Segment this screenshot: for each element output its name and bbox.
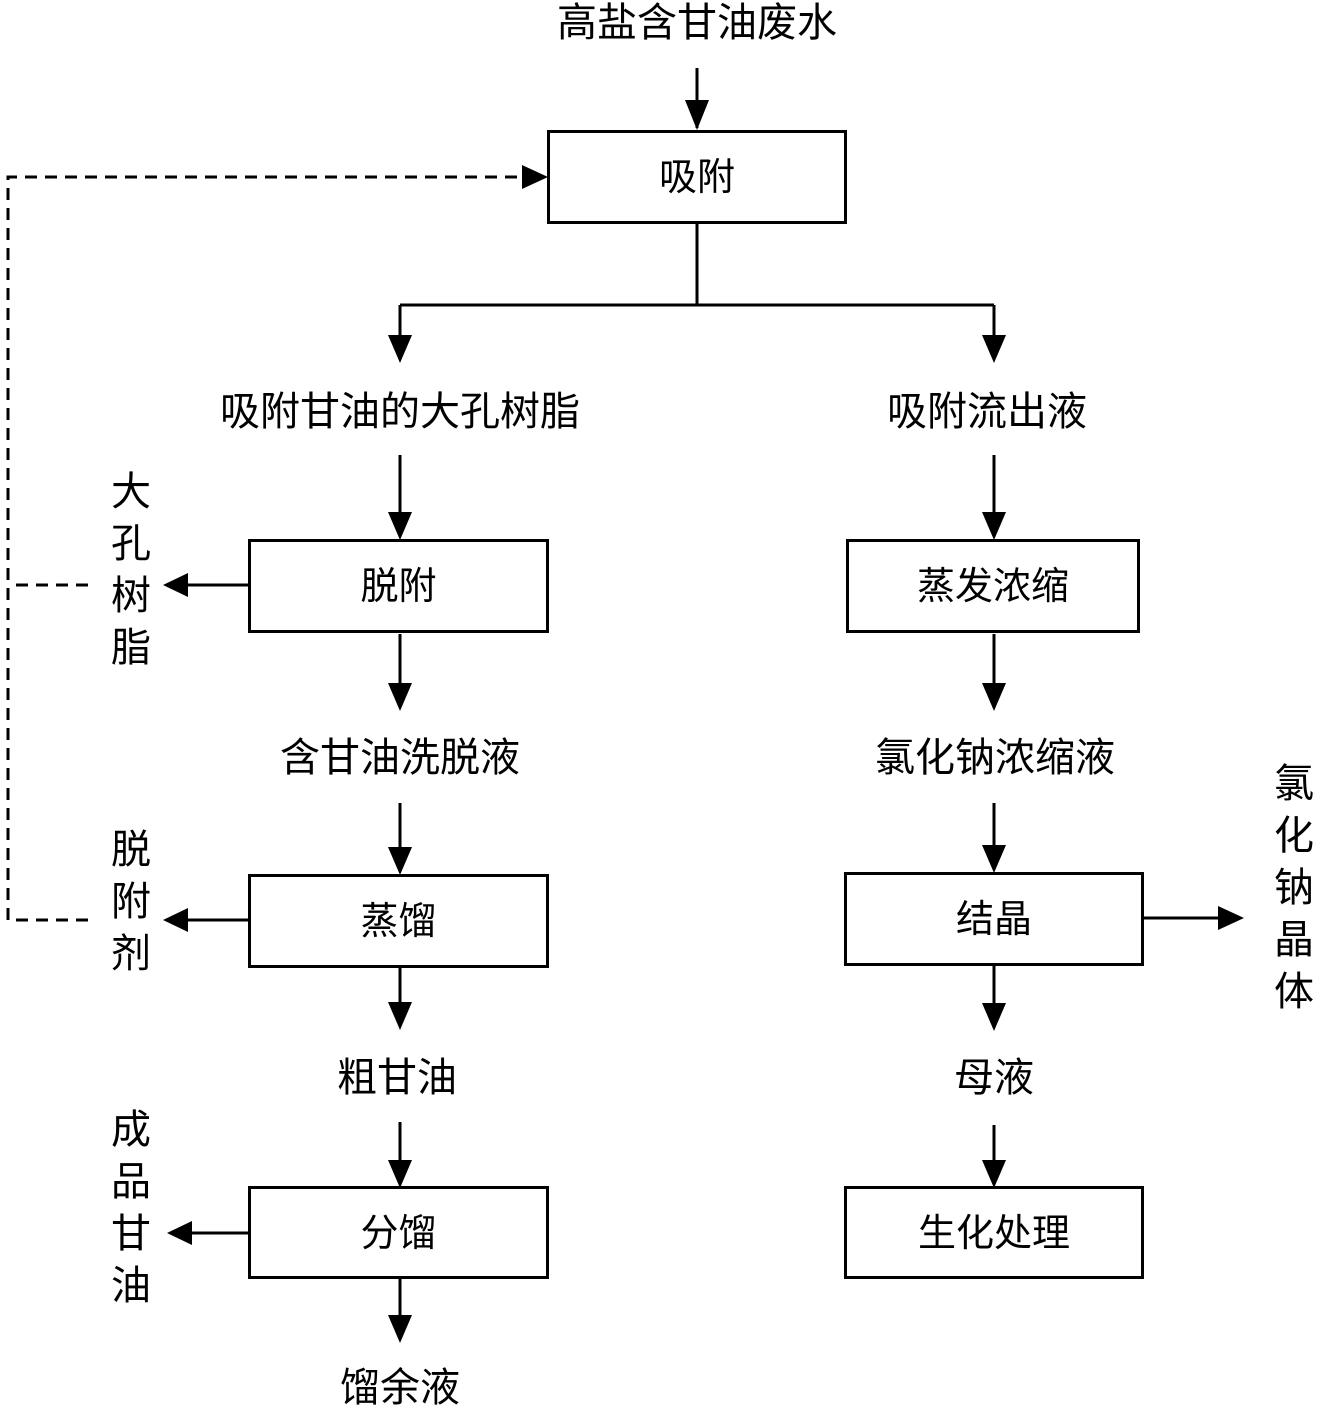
side-label-resin: 大孔树脂 <box>104 470 150 678</box>
label-nacl-concentrate: 氯化钠浓缩液 <box>875 735 1115 781</box>
side-label-desorbent: 脱附剂 <box>104 828 150 984</box>
box-crystallization: 结晶 <box>844 872 1144 966</box>
label-input: 高盐含甘油废水 <box>557 0 837 46</box>
box-distillation: 蒸馏 <box>248 874 549 968</box>
label-effluent: 吸附流出液 <box>887 389 1087 435</box>
label-mother-liquor: 母液 <box>954 1055 1034 1101</box>
label-eluate: 含甘油洗脱液 <box>280 735 520 781</box>
side-label-nacl-crystal: 氯化钠晶体 <box>1267 762 1313 1022</box>
label-residue: 馏余液 <box>340 1365 460 1411</box>
box-fractionation: 分馏 <box>248 1186 549 1279</box>
box-biochemical: 生化处理 <box>844 1186 1144 1279</box>
recycle-loop-desorbent <box>6 175 520 922</box>
label-crude-glycerol: 粗甘油 <box>337 1055 457 1101</box>
label-resin-loaded: 吸附甘油的大孔树脂 <box>220 389 580 435</box>
side-label-product-glycerol: 成品甘油 <box>104 1108 150 1316</box>
recycle-arrowhead <box>522 165 548 189</box>
box-evaporation: 蒸发浓缩 <box>846 539 1140 633</box>
box-desorption: 脱附 <box>248 539 549 633</box>
arrowhead <box>685 100 709 130</box>
box-adsorption: 吸附 <box>547 130 847 224</box>
